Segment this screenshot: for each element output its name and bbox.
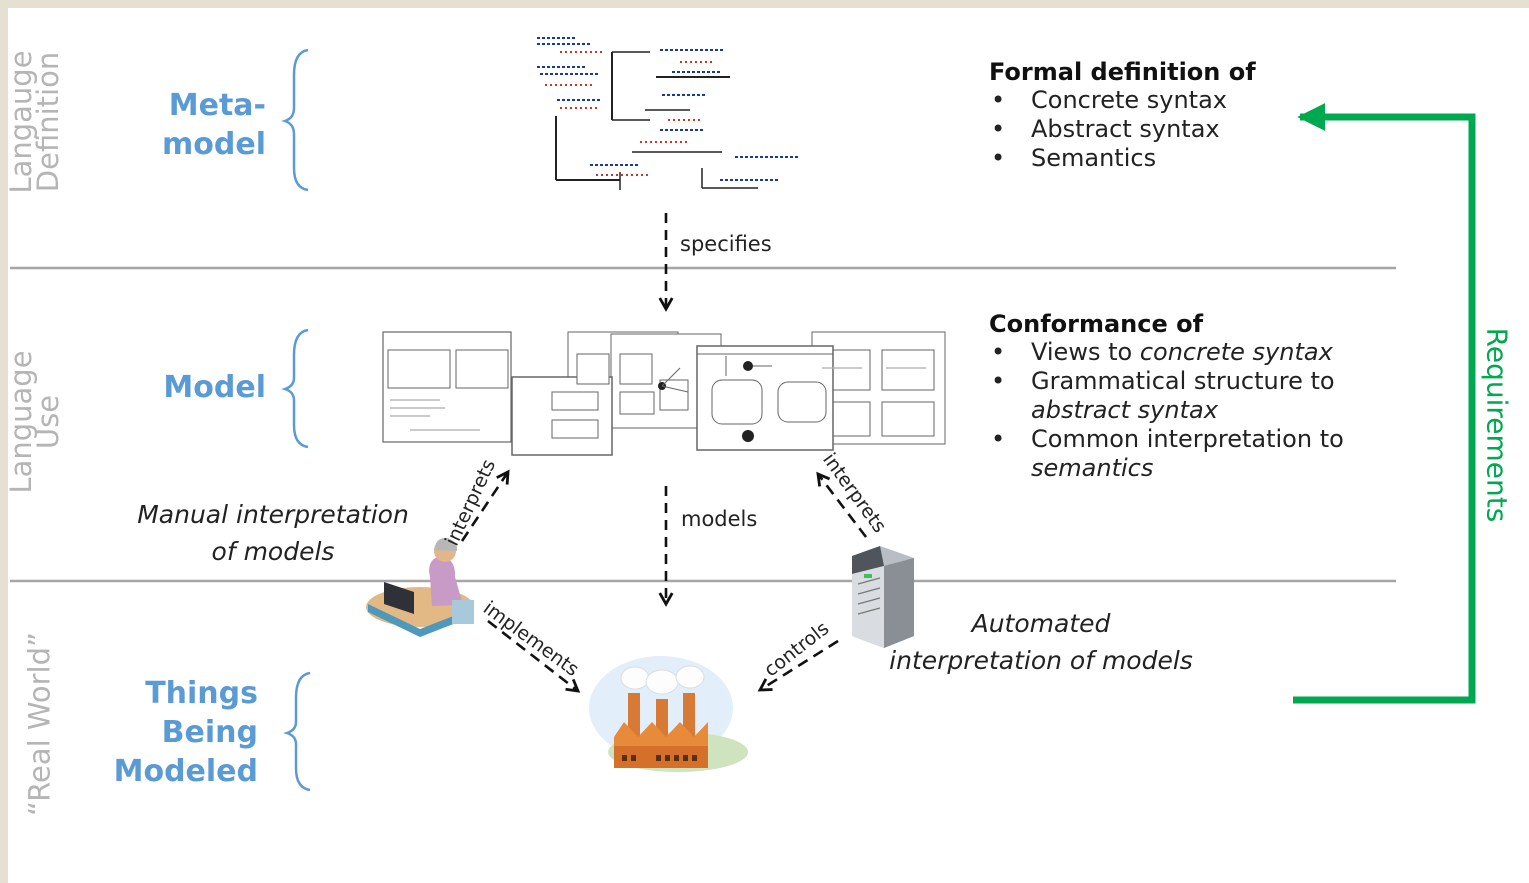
implements-arrow <box>487 619 581 693</box>
model-diagrams-collage <box>382 331 946 456</box>
interprets-right-arrow <box>816 471 868 538</box>
conformance-heading: Conformance of <box>989 310 1204 338</box>
conformance-box: Conformance of Views to concrete syntax … <box>989 310 1409 483</box>
list-item-text: Views to <box>1031 338 1140 366</box>
formal-definition-heading: Formal definition of <box>989 58 1256 86</box>
models-label: models <box>681 507 758 531</box>
layer-label-language-definition: Langauge Definition <box>4 50 65 194</box>
person-at-computer-icon <box>366 537 474 637</box>
requirements-arrow <box>1293 103 1476 704</box>
specifies-label: specifies <box>680 232 772 256</box>
list-item-italic: abstract syntax <box>1031 396 1218 424</box>
metamodel-class-diagram <box>537 37 798 190</box>
brace-model <box>281 328 309 449</box>
requirements-label: Requirements <box>1480 327 1514 523</box>
formal-definition-list: Concrete syntax Abstract syntax Semantic… <box>989 86 1256 173</box>
list-item: Views to concrete syntax <box>989 338 1409 367</box>
list-item: Concrete syntax <box>989 86 1256 115</box>
layer-label-language-use: Language Use <box>4 350 65 494</box>
list-item-text: Grammatical structure to <box>1031 367 1335 395</box>
layer-label-text: Language Use <box>4 350 65 494</box>
interprets-left-arrow <box>460 469 510 542</box>
level-model: Model <box>163 370 266 405</box>
list-item-text: Common interpretation to <box>1031 425 1344 453</box>
list-item-italic: semantics <box>1031 454 1154 482</box>
factory-icon <box>589 656 748 772</box>
list-item-italic: concrete syntax <box>1139 338 1333 366</box>
controls-arrow <box>757 639 839 692</box>
manual-interpretation-annotation: Manual interpretation of models <box>137 500 409 566</box>
layer-label-text: “Real World” <box>22 632 57 816</box>
brace-things <box>283 671 311 792</box>
level-things-being-modeled: Things Being Modeled <box>113 676 258 789</box>
formal-definition-box: Formal definition of Concrete syntax Abs… <box>989 58 1256 173</box>
layer-label-real-world: “Real World” <box>22 632 57 816</box>
level-metamodel: Meta- model <box>162 88 266 162</box>
conformance-list: Views to concrete syntax Grammatical str… <box>989 338 1409 483</box>
automated-interpretation-annotation: Automated interpretation of models <box>889 609 1193 675</box>
layer-label-text: Langauge Definition <box>4 50 65 194</box>
brace-metamodel <box>281 48 309 192</box>
list-item: Abstract syntax <box>989 115 1256 144</box>
list-item: Semantics <box>989 144 1256 173</box>
server-icon <box>852 546 914 648</box>
